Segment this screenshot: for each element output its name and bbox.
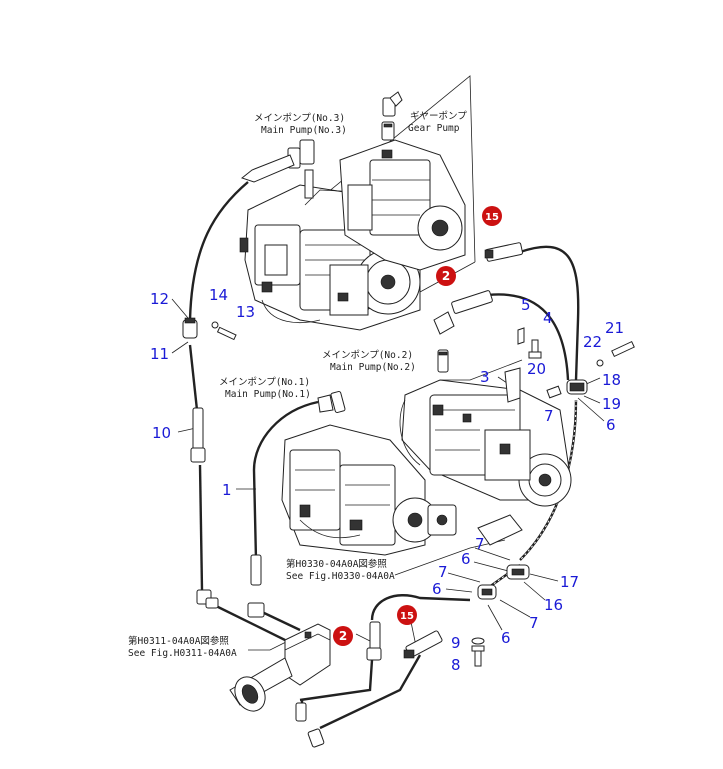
part-label-1: 1 (222, 481, 232, 499)
part-label-6-left: 6 (432, 580, 442, 598)
part-label-11: 11 (150, 345, 169, 363)
part-label-7-left: 7 (438, 563, 448, 581)
part-label-20: 20 (527, 360, 546, 378)
caption-main-pump-2-jp: メインポンプ(No.2) (322, 350, 413, 361)
part-label-7-right: 7 (529, 614, 539, 632)
main-pump-3-assembly (239, 91, 466, 331)
part-label-8: 8 (451, 656, 461, 674)
part-label-10: 10 (152, 424, 171, 442)
badge-2-upper-text: 2 (442, 269, 450, 283)
control-valve (229, 623, 331, 712)
caption-see-fig-0330-en: See Fig.H0330-04A0A (286, 571, 395, 582)
caption-main-pump-1-en: Main Pump(No.1) (225, 389, 311, 400)
part-label-16: 16 (544, 596, 563, 614)
part-label-12: 12 (150, 290, 169, 308)
part-label-18: 18 (602, 371, 621, 389)
badge-2-lower-text: 2 (339, 629, 347, 643)
caption-see-fig-0311-jp: 第H0311-04A0A図参照 (128, 635, 229, 647)
caption-main-pump-3-jp: メインポンプ(No.3) (254, 113, 345, 124)
badge-15-lower-text: 15 (400, 611, 414, 622)
caption-see-fig-0311-en: See Fig.H0311-04A0A (128, 648, 237, 659)
main-pump-1-assembly (281, 390, 457, 556)
part-label-9: 9 (451, 634, 461, 652)
part-label-19: 19 (602, 395, 621, 413)
part-label-4: 4 (543, 309, 553, 327)
caption-main-pump-1-jp: メインポンプ(No.1) (219, 377, 310, 388)
badge-2-upper: 2 (436, 266, 456, 286)
badge-15-upper-text: 15 (485, 212, 499, 223)
part-label-21: 21 (605, 319, 624, 337)
part-label-17: 17 (560, 573, 579, 591)
badge-15-upper: 15 (482, 206, 502, 226)
part-label-13: 13 (236, 303, 255, 321)
caption-see-fig-0330-jp: 第H0330-04A0A図参照 (286, 558, 387, 570)
part-label-6-mid: 6 (461, 550, 471, 568)
part-label-5: 5 (521, 296, 531, 314)
main-pump-3-details (239, 237, 365, 302)
part-label-14: 14 (209, 286, 228, 304)
part-label-7-bracket: 7 (475, 535, 485, 553)
caption-main-pump-2-en: Main Pump(No.2) (330, 362, 416, 373)
captions: メインポンプ(No.3) Main Pump(No.3) ギヤーポンプ Gear… (128, 111, 467, 659)
fittings (182, 242, 635, 748)
part-label-3: 3 (480, 368, 490, 386)
part-label-6-bottom: 6 (501, 629, 511, 647)
main-pump-2-assembly (399, 349, 572, 507)
caption-gear-pump-en: Gear Pump (408, 123, 460, 134)
part-label-7-upper: 7 (544, 407, 554, 425)
part-label-6-right: 6 (606, 416, 616, 434)
badges: 2 2 15 15 (333, 206, 502, 646)
part-label-22: 22 (583, 333, 602, 351)
part-number-labels: 1 3 4 5 6 6 6 6 7 7 7 7 8 9 10 11 12 13 … (150, 286, 624, 674)
caption-main-pump-3-en: Main Pump(No.3) (261, 125, 347, 136)
caption-gear-pump-jp: ギヤーポンプ (410, 111, 467, 122)
badge-15-lower: 15 (397, 605, 417, 625)
badge-2-lower: 2 (333, 626, 353, 646)
